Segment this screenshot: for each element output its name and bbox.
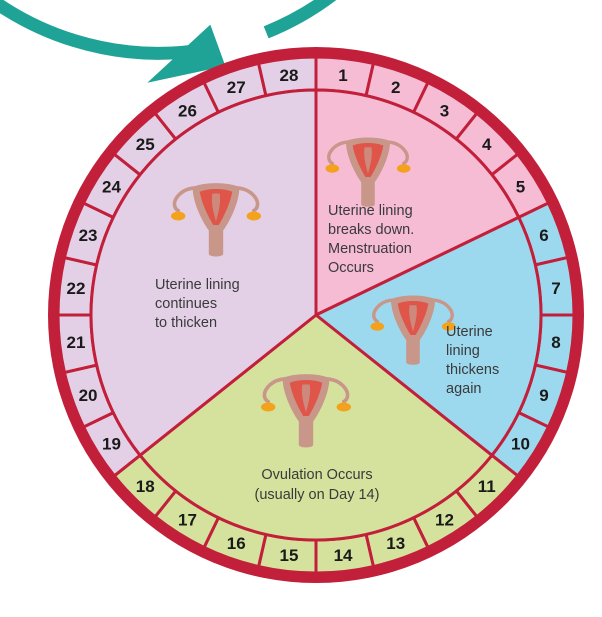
phase-label-thickens-line2: lining — [446, 343, 480, 359]
day-label-22: 22 — [67, 279, 86, 298]
day-label-16: 16 — [227, 534, 246, 553]
day-label-9: 9 — [539, 386, 548, 405]
day-label-5: 5 — [516, 178, 525, 197]
phase-label-menstruation-line1: Uterine lining — [328, 203, 413, 219]
day-label-6: 6 — [539, 226, 548, 245]
day-label-21: 21 — [67, 333, 86, 352]
day-label-24: 24 — [102, 178, 121, 197]
day-label-4: 4 — [482, 135, 492, 154]
day-label-3: 3 — [440, 102, 449, 121]
day-label-15: 15 — [279, 546, 298, 565]
day-label-13: 13 — [386, 534, 405, 553]
day-label-17: 17 — [178, 510, 197, 529]
day-label-18: 18 — [136, 477, 155, 496]
phase-label-continues-line2: continues — [155, 296, 217, 312]
day-label-10: 10 — [511, 434, 530, 453]
phase-label-thickens-line1: Uterine — [446, 324, 493, 340]
day-label-14: 14 — [334, 546, 353, 565]
phase-label-thickens-line4: again — [446, 381, 481, 397]
day-label-7: 7 — [551, 279, 560, 298]
day-label-1: 1 — [338, 66, 347, 85]
phase-label-continues-line3: to thicken — [155, 315, 217, 331]
day-label-25: 25 — [136, 135, 155, 154]
day-label-20: 20 — [79, 386, 98, 405]
day-label-26: 26 — [178, 102, 197, 121]
phase-label-menstruation-line2: breaks down. — [328, 222, 414, 238]
day-label-19: 19 — [102, 434, 121, 453]
phase-label-menstruation-line4: Occurs — [328, 260, 374, 276]
day-label-28: 28 — [279, 66, 298, 85]
phase-label-ovulation-line2: (usually on Day 14) — [255, 487, 380, 503]
phase-label-menstruation-line3: Menstruation — [328, 241, 412, 257]
day-label-2: 2 — [391, 78, 400, 97]
phase-label-continues-line1: Uterine lining — [155, 277, 240, 293]
day-label-27: 27 — [227, 78, 246, 97]
phase-label-thickens-line3: thickens — [446, 362, 499, 378]
day-label-12: 12 — [435, 510, 454, 529]
day-label-23: 23 — [79, 226, 98, 245]
phase-label-ovulation-line1: Ovulation Occurs — [261, 467, 372, 483]
day-label-8: 8 — [551, 333, 560, 352]
day-label-11: 11 — [478, 477, 496, 496]
